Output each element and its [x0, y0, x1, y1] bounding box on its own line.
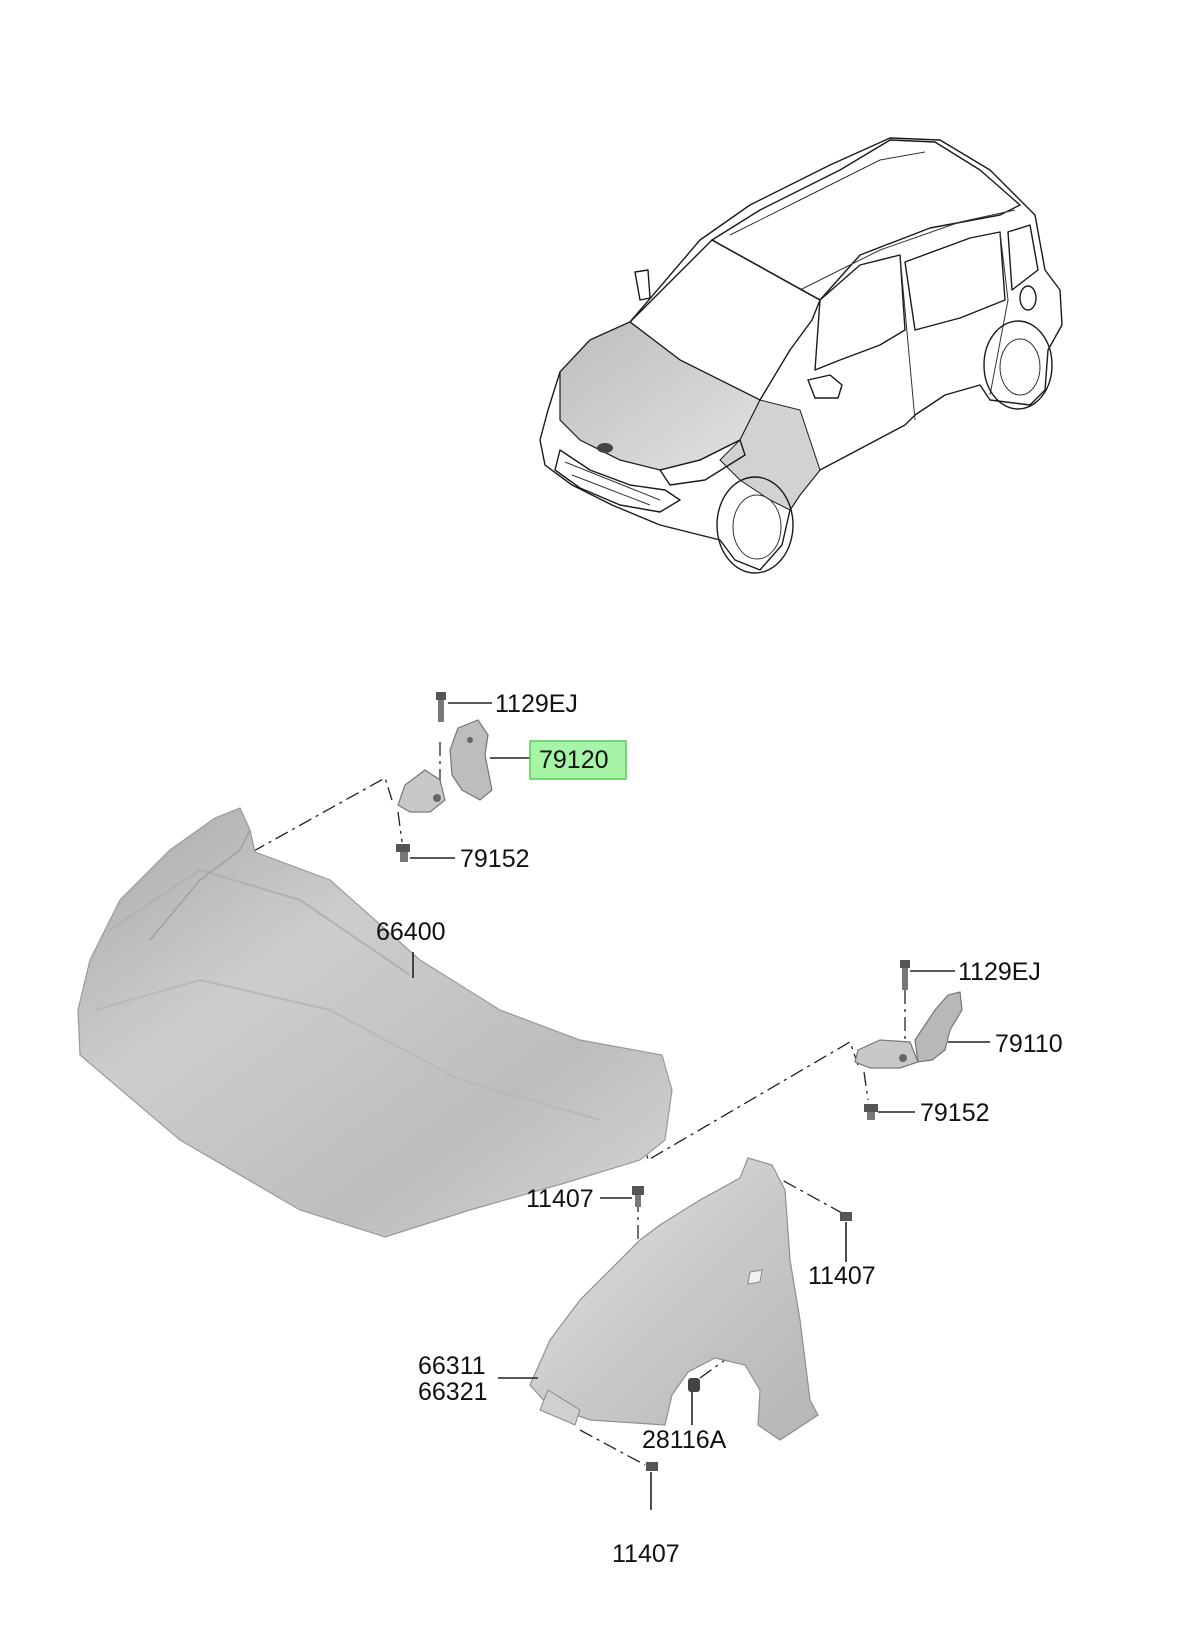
bolt-1129ej-right-icon — [900, 960, 910, 990]
label-fender-right[interactable]: 66321 — [418, 1378, 488, 1406]
fender-part — [529, 1157, 819, 1441]
label-hinge-bolt-right[interactable]: 1129EJ — [958, 958, 1041, 986]
bolt-11407-top-icon — [632, 1186, 644, 1207]
label-hinge-nut-right[interactable]: 79152 — [920, 1099, 990, 1127]
leader-lines — [410, 702, 990, 1510]
label-hinge-nut-left[interactable]: 79152 — [460, 845, 530, 873]
bolt-11407-side-icon — [840, 1212, 852, 1221]
bolt-1129ej-left-icon — [436, 692, 446, 722]
hinge-left-part — [397, 719, 493, 813]
label-hinge-left[interactable]: 79120 — [539, 746, 609, 774]
label-fender-nut[interactable]: 28116A — [642, 1426, 727, 1454]
nut-79152-left-icon — [396, 844, 410, 862]
nut-28116a-icon — [688, 1378, 700, 1392]
hood-part — [77, 807, 673, 1238]
nut-79152-right-icon — [864, 1104, 878, 1120]
highlight-box — [529, 740, 627, 780]
label-hinge-bolt-left[interactable]: 1129EJ — [495, 690, 578, 718]
label-fender-bolt-top[interactable]: 11407 — [526, 1185, 594, 1213]
hinge-right-part — [854, 991, 963, 1069]
vehicle-overview — [539, 137, 1063, 574]
label-fender-bolt-side[interactable]: 11407 — [808, 1262, 876, 1290]
label-fender-bolt-bottom[interactable]: 11407 — [612, 1540, 680, 1568]
part-labels: 1129EJ 79120 79152 66400 1129EJ 79110 79… — [376, 690, 1063, 1568]
label-hood[interactable]: 66400 — [376, 918, 446, 946]
label-hinge-right[interactable]: 79110 — [995, 1030, 1063, 1058]
bolt-11407-bottom-icon — [646, 1462, 658, 1471]
label-fender-left[interactable]: 66311 — [418, 1352, 486, 1380]
